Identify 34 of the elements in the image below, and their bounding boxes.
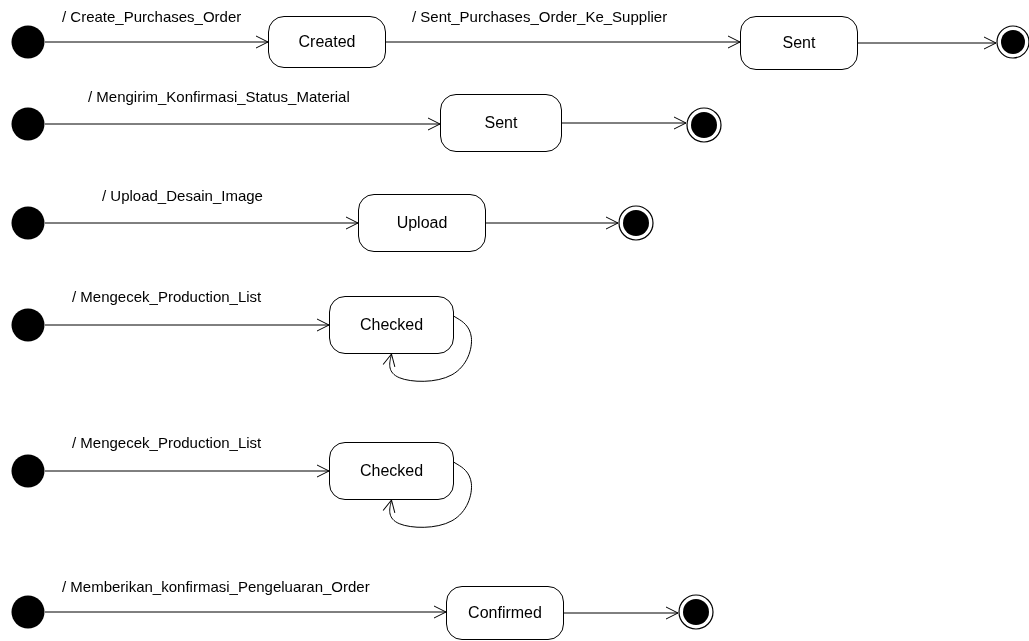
transition-arrow [44, 216, 359, 230]
state-name: Sent [484, 114, 518, 132]
transition-arrow [44, 318, 330, 332]
state-box [358, 194, 486, 252]
state-name: Upload [396, 214, 448, 232]
state-name: Checked [359, 462, 424, 480]
state-box [268, 16, 386, 68]
self-transition [382, 461, 473, 528]
transition-arrow [561, 116, 687, 130]
transition-arrow [385, 35, 741, 49]
transition-arrow [44, 605, 447, 619]
state-name: Created [298, 33, 356, 51]
edge-label: / Upload_Desain_Image [102, 188, 263, 205]
edge-label: / Mengecek_Production_List [72, 435, 262, 452]
state-box [329, 442, 454, 500]
transition-arrow [563, 606, 679, 620]
state-name: Confirmed [468, 604, 542, 622]
transition-arrow [857, 36, 997, 50]
edge-label: / Sent_Purchases_Order_Ke_Supplier [412, 9, 668, 26]
transition-arrow [44, 117, 441, 131]
state-box [740, 16, 858, 70]
state-name: Checked [359, 316, 424, 334]
transition-arrow [44, 464, 330, 478]
transition-arrow [485, 216, 619, 230]
edge-label: / Memberikan_konfirmasi_Pengeluaran_Order [62, 579, 370, 596]
edge-label: / Mengecek_Production_List [72, 289, 262, 306]
state-box [446, 586, 564, 640]
edge-label: / Create_Purchases_Order [62, 9, 242, 26]
edge-label: / Mengirim_Konfirmasi_Status_Material [88, 89, 350, 106]
state-name: Sent [782, 34, 816, 52]
state-box [440, 94, 562, 152]
transition-arrow [44, 35, 269, 49]
state-box [329, 296, 454, 354]
self-transition [382, 315, 473, 382]
